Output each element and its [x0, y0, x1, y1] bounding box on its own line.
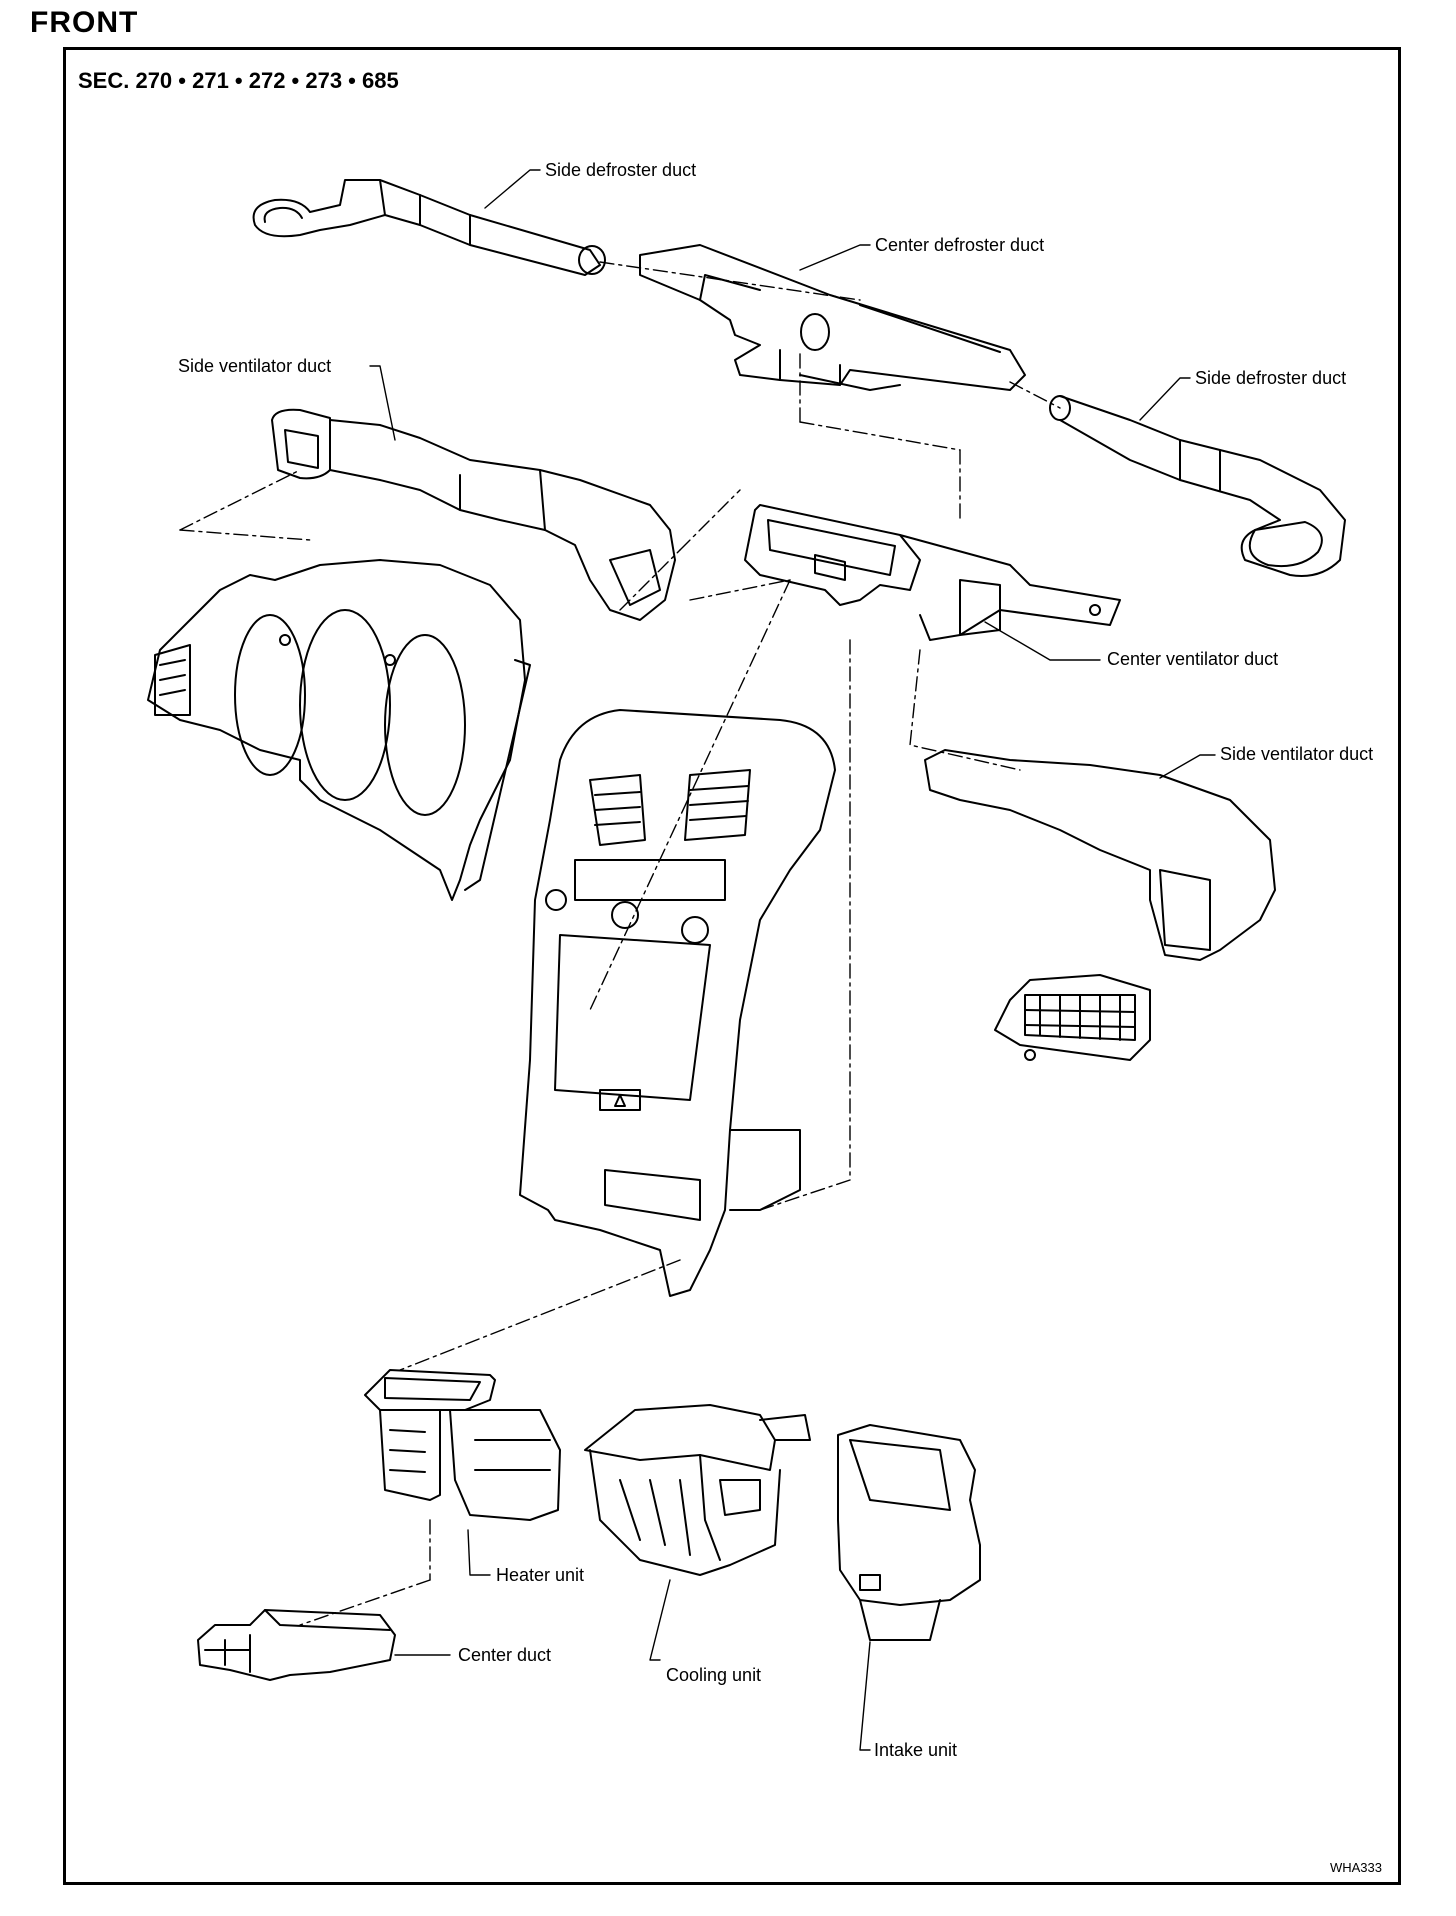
side-defroster-duct-right-part: [1049, 395, 1346, 577]
side-ventilator-duct-left-part: [271, 408, 676, 621]
diagram-frame: [63, 47, 1401, 1885]
side-defroster-duct-left-part: [252, 179, 606, 276]
label-side-defroster-duct-right: Side defroster duct: [1195, 368, 1346, 388]
side-ventilator-duct-right-part: [924, 749, 1276, 1061]
label-center-duct: Center duct: [458, 1645, 551, 1665]
heater-unit-part: [364, 1369, 561, 1521]
figure-id: WHA333: [1329, 1860, 1382, 1875]
label-cooling-unit: Cooling unit: [666, 1665, 761, 1685]
center-ventilator-duct-part: [744, 504, 1121, 641]
intake-unit-part: [837, 1424, 981, 1641]
label-side-defroster-duct-left: Side defroster duct: [545, 160, 696, 180]
label-side-ventilator-duct-right: Side ventilator duct: [1220, 744, 1373, 764]
instrument-cluster-cover-part: [147, 559, 531, 901]
section-code: SEC. 270 • 271 • 272 • 273 • 685: [78, 68, 399, 93]
center-defroster-duct-part: [639, 244, 1026, 391]
front-heading: FRONT: [30, 6, 139, 39]
label-side-ventilator-duct-left: Side ventilator duct: [178, 356, 331, 376]
exploded-view-connectors: [179, 261, 1061, 1626]
label-intake-unit: Intake unit: [874, 1740, 957, 1760]
label-center-ventilator-duct: Center ventilator duct: [1107, 649, 1278, 669]
leader-lines: [369, 169, 1216, 1751]
label-center-defroster-duct: Center defroster duct: [875, 235, 1044, 255]
center-cluster-part: [519, 709, 836, 1297]
center-duct-part: [197, 1609, 396, 1681]
cooling-unit-part: [584, 1404, 811, 1576]
label-heater-unit: Heater unit: [496, 1565, 584, 1585]
